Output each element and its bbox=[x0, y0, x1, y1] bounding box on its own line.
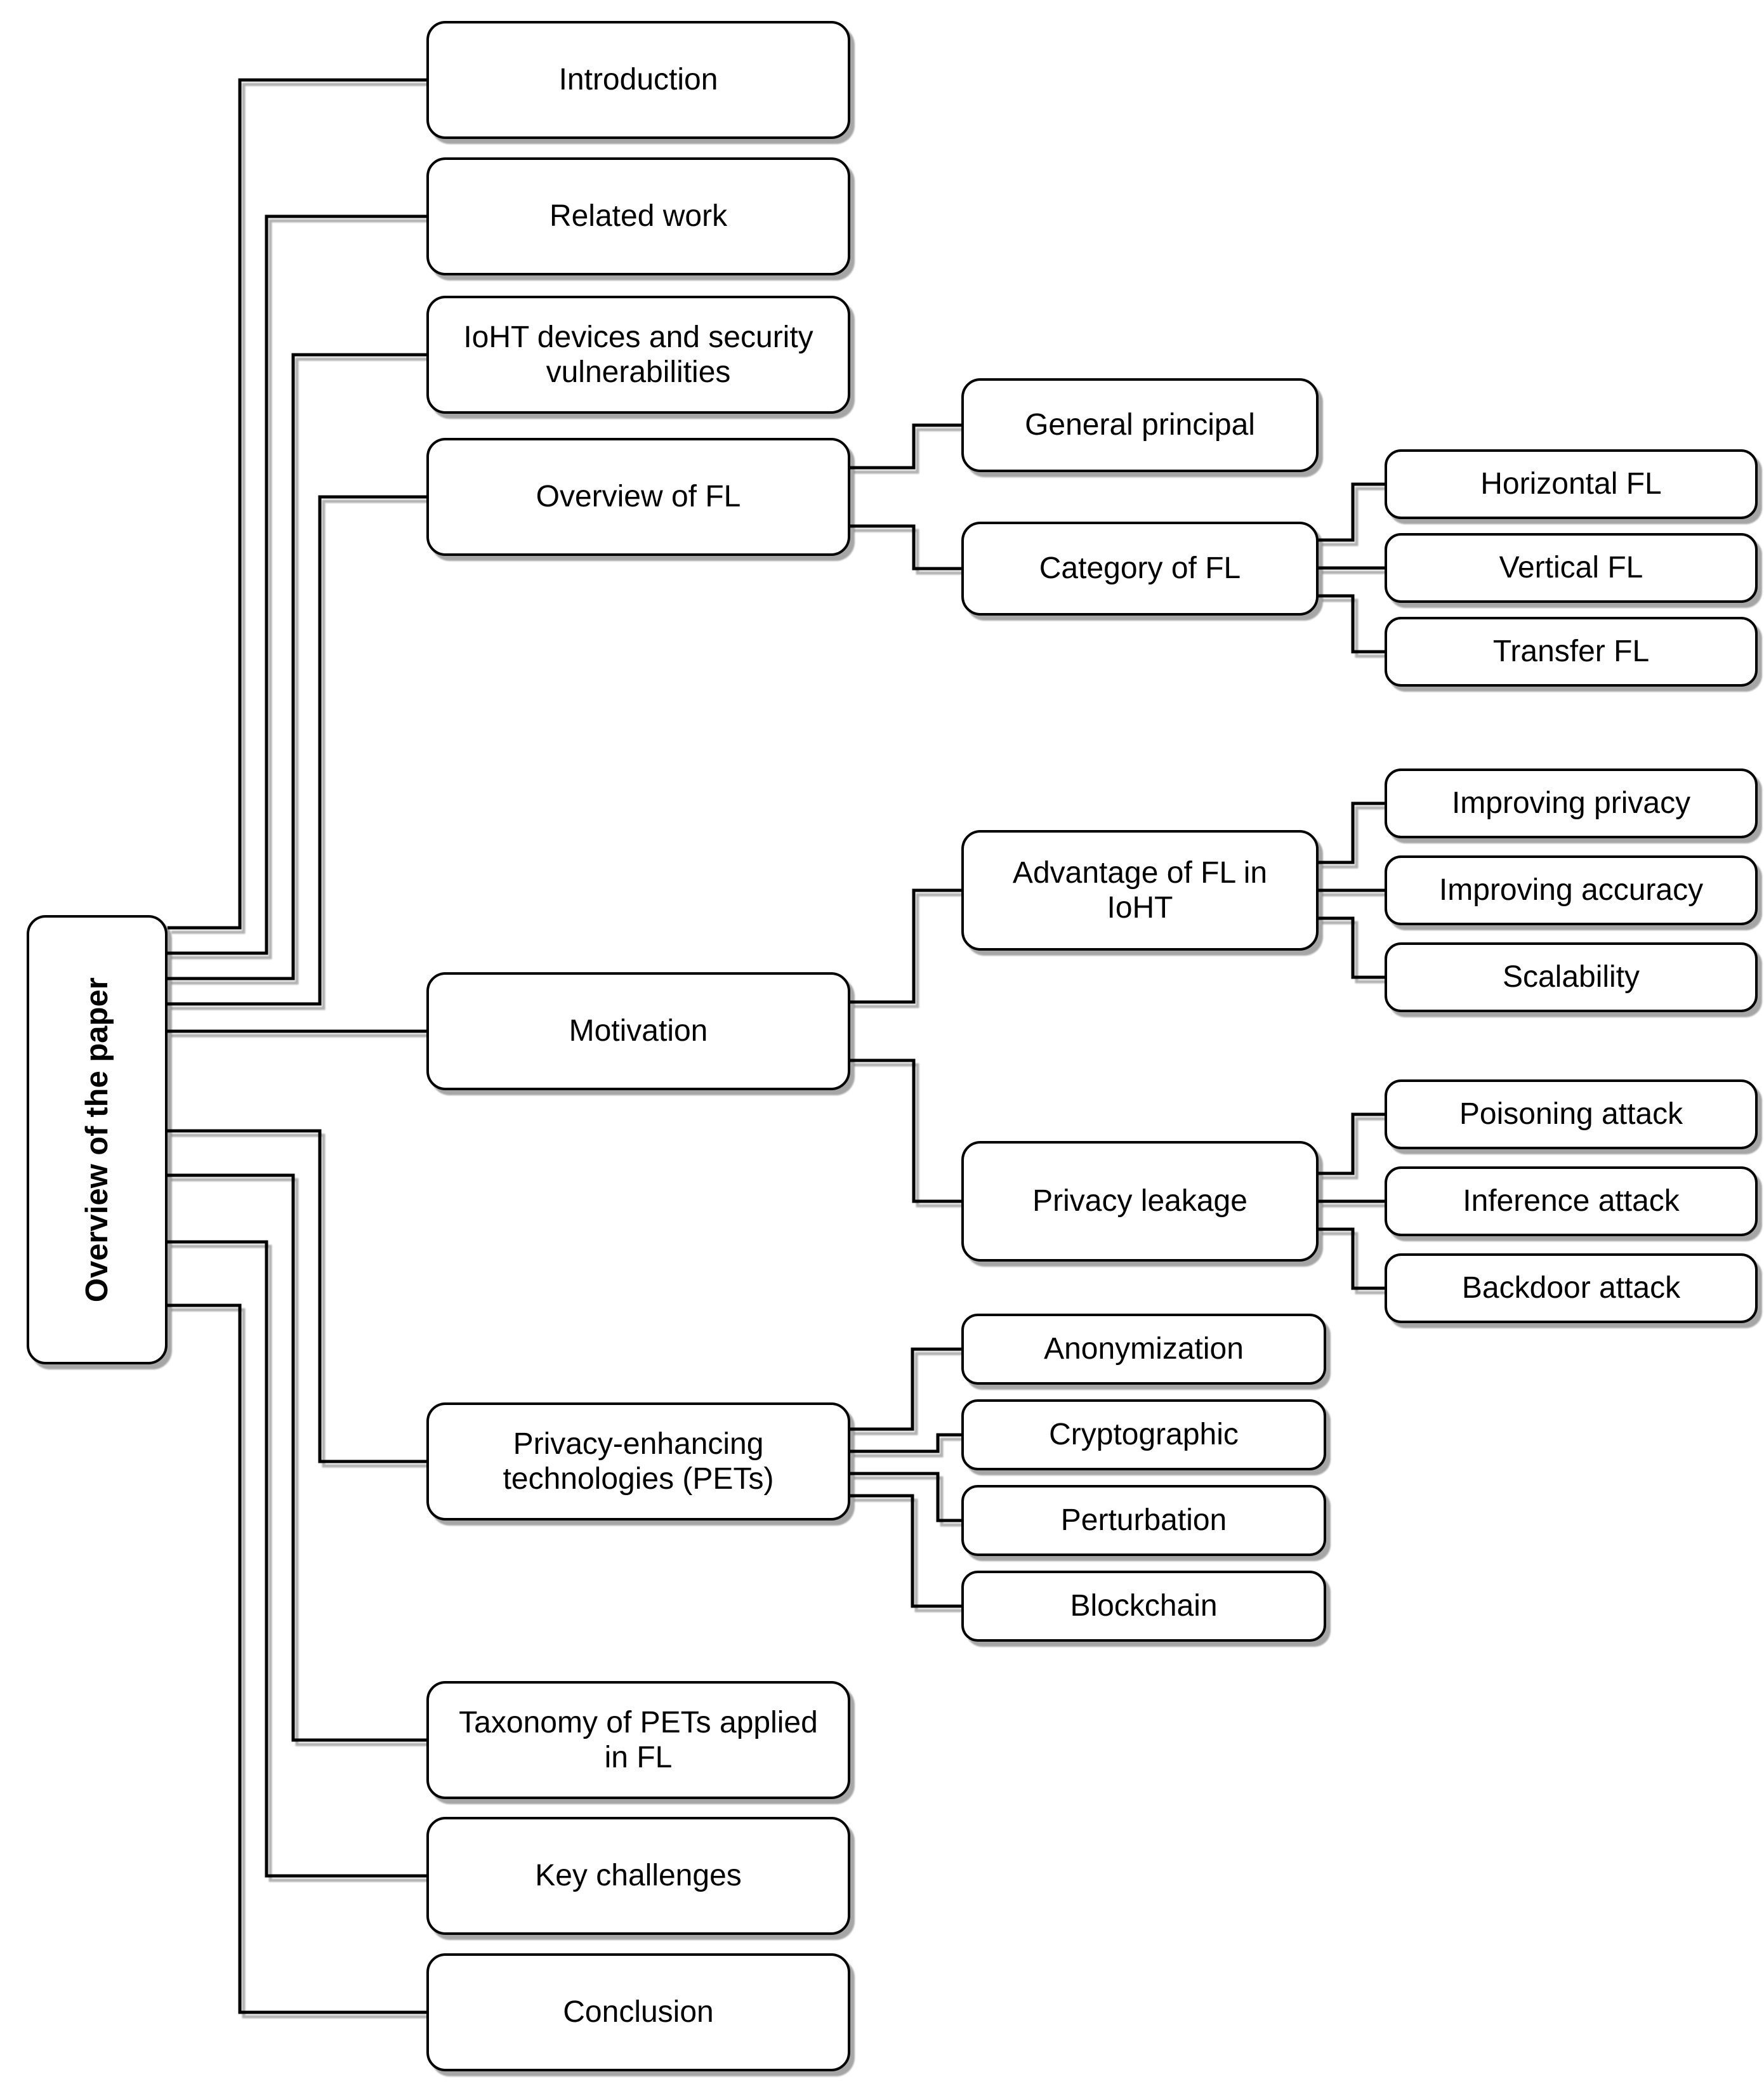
edge-root-ioht-devices bbox=[168, 353, 426, 980]
node-label: Inference attack bbox=[1463, 1184, 1680, 1218]
edge-motivation-privacy-leakage bbox=[850, 1059, 961, 1203]
node-label: General principal bbox=[1025, 408, 1255, 442]
node-horizontal-fl: Horizontal FL bbox=[1385, 449, 1758, 519]
node-backdoor-attack: Backdoor attack bbox=[1385, 1253, 1758, 1323]
node-key-challenges: Key challenges bbox=[426, 1817, 850, 1935]
node-cryptographic: Cryptographic bbox=[961, 1399, 1326, 1470]
node-category-fl: Category of FL bbox=[961, 522, 1319, 616]
node-label: Conclusion bbox=[563, 1995, 714, 2029]
node-label: Category of FL bbox=[1039, 551, 1241, 586]
node-label: Advantage of FL in IoHT bbox=[1012, 855, 1268, 925]
node-related-work: Related work bbox=[426, 157, 850, 275]
edge-advantage-scalability bbox=[1319, 916, 1385, 979]
node-label: Key challenges bbox=[535, 1859, 742, 1893]
node-label: Taxonomy of PETs applied in FL bbox=[459, 1705, 818, 1774]
edge-overviewfl-category-fl bbox=[850, 524, 961, 571]
edge-root-taxonomy bbox=[168, 1173, 426, 1742]
node-ioht-devices: IoHT devices and security vulnerabilitie… bbox=[426, 296, 850, 414]
node-transfer-fl: Transfer FL bbox=[1385, 617, 1758, 687]
node-perturbation: Perturbation bbox=[961, 1485, 1326, 1556]
node-label: Anonymization bbox=[1044, 1332, 1244, 1366]
node-overview-of-the-paper: Overview of the paper bbox=[27, 915, 168, 1364]
edge-category-horizontal-fl bbox=[1319, 482, 1385, 542]
edge-pets-perturbation bbox=[850, 1472, 961, 1522]
edge-leakage-poisoning-attack bbox=[1319, 1112, 1385, 1175]
node-privacy-leakage: Privacy leakage bbox=[961, 1141, 1319, 1262]
edge-category-transfer-fl bbox=[1319, 594, 1385, 654]
node-advantage-fl-ioht: Advantage of FL in IoHT bbox=[961, 830, 1319, 951]
node-label: Poisoning attack bbox=[1459, 1097, 1683, 1131]
edge-root-key-challenges bbox=[168, 1240, 426, 1878]
node-label: Perturbation bbox=[1060, 1503, 1227, 1538]
node-conclusion: Conclusion bbox=[426, 1953, 850, 2071]
node-label: Improving privacy bbox=[1451, 786, 1691, 821]
node-label: Privacy leakage bbox=[1032, 1184, 1247, 1218]
node-label: Transfer FL bbox=[1492, 635, 1650, 669]
node-label: Related work bbox=[549, 199, 728, 234]
node-label: Cryptographic bbox=[1049, 1418, 1239, 1452]
node-label: Improving accuracy bbox=[1438, 873, 1704, 907]
node-motivation: Motivation bbox=[426, 972, 850, 1090]
node-label: Overview of FL bbox=[536, 480, 741, 514]
node-taxonomy-pets: Taxonomy of PETs applied in FL bbox=[426, 1681, 850, 1799]
node-label: Scalability bbox=[1502, 960, 1640, 994]
node-label: Backdoor attack bbox=[1461, 1271, 1681, 1305]
node-blockchain: Blockchain bbox=[961, 1571, 1326, 1642]
node-inference-attack: Inference attack bbox=[1385, 1166, 1758, 1236]
node-improving-privacy: Improving privacy bbox=[1385, 768, 1758, 838]
node-overview-fl: Overview of FL bbox=[426, 438, 850, 556]
node-introduction: Introduction bbox=[426, 21, 850, 139]
edge-root-introduction bbox=[168, 78, 426, 930]
edge-root-pets bbox=[168, 1129, 426, 1463]
edge-pets-cryptographic bbox=[850, 1433, 961, 1453]
edge-overviewfl-general-principal bbox=[850, 423, 961, 470]
node-anonymization: Anonymization bbox=[961, 1314, 1326, 1385]
edge-motivation-advantage bbox=[850, 888, 961, 1004]
edge-pets-blockchain bbox=[850, 1494, 961, 1608]
edge-pets-anonymization bbox=[850, 1347, 961, 1431]
node-label: Vertical FL bbox=[1499, 551, 1643, 585]
edge-advantage-improving-privacy bbox=[1319, 801, 1385, 864]
edge-root-conclusion bbox=[168, 1303, 426, 2014]
node-general-principal: General principal bbox=[961, 378, 1319, 472]
node-label: Privacy-enhancing technologies (PETs) bbox=[503, 1427, 774, 1496]
edge-leakage-backdoor-attack bbox=[1319, 1227, 1385, 1290]
node-pets: Privacy-enhancing technologies (PETs) bbox=[426, 1402, 850, 1520]
node-vertical-fl: Vertical FL bbox=[1385, 533, 1758, 603]
edge-root-overview-fl bbox=[168, 495, 426, 1006]
node-label: Motivation bbox=[569, 1014, 708, 1048]
node-label: Blockchain bbox=[1070, 1589, 1218, 1623]
edge-root-related-work bbox=[168, 214, 426, 955]
node-label: IoHT devices and security vulnerabilitie… bbox=[463, 320, 813, 389]
node-scalability: Scalability bbox=[1385, 942, 1758, 1012]
node-improving-accuracy: Improving accuracy bbox=[1385, 855, 1758, 925]
root-label: Overview of the paper bbox=[79, 977, 114, 1302]
node-label: Introduction bbox=[558, 63, 718, 97]
node-poisoning-attack: Poisoning attack bbox=[1385, 1079, 1758, 1149]
node-label: Horizontal FL bbox=[1480, 467, 1662, 501]
